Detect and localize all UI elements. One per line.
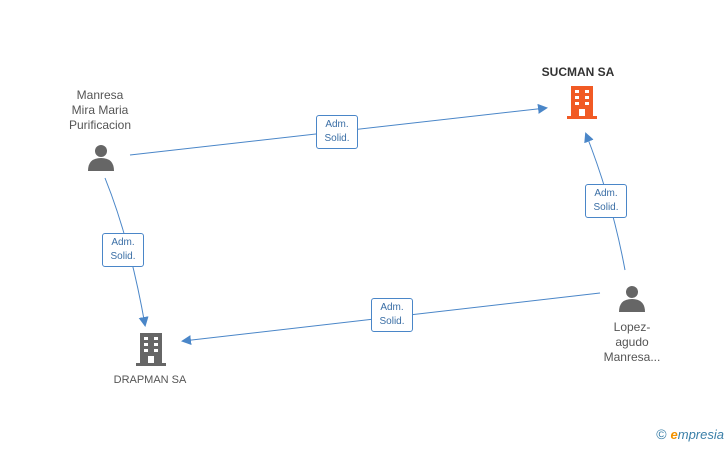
- person-label-lopez[interactable]: Lopez- agudo Manresa...: [590, 320, 674, 365]
- edge-label-manresa-sucman[interactable]: Adm.Solid.: [316, 115, 358, 149]
- person-name-line: Manresa...: [603, 350, 661, 364]
- person-name-line: Lopez-: [613, 320, 651, 334]
- person-name-line: Manresa: [76, 88, 124, 102]
- building-icon[interactable]: [135, 333, 167, 367]
- person-name-line: Purificacion: [68, 118, 132, 132]
- brand-logo-initial: e: [670, 427, 678, 442]
- person-name-line: agudo: [615, 335, 649, 349]
- company-label-drapman[interactable]: DRAPMAN SA: [113, 374, 187, 386]
- brand-logo-text: mpresia: [677, 427, 724, 442]
- person-label-manresa[interactable]: Manresa Mira Maria Purificacion: [54, 88, 146, 133]
- building-icon[interactable]: [566, 86, 598, 120]
- person-icon[interactable]: [86, 143, 116, 173]
- edge-label-manresa-drapman[interactable]: Adm.Solid.: [102, 233, 144, 267]
- company-label-sucman[interactable]: SUCMAN SA: [541, 65, 615, 79]
- edge-label-lopez-sucman[interactable]: Adm.Solid.: [585, 184, 627, 218]
- person-name-line: Mira Maria: [71, 103, 129, 117]
- edge-label-lopez-drapman[interactable]: Adm.Solid.: [371, 298, 413, 332]
- copyright-icon: ©: [656, 426, 667, 442]
- person-icon[interactable]: [617, 284, 647, 314]
- brand-footer[interactable]: ©empresia: [656, 426, 724, 442]
